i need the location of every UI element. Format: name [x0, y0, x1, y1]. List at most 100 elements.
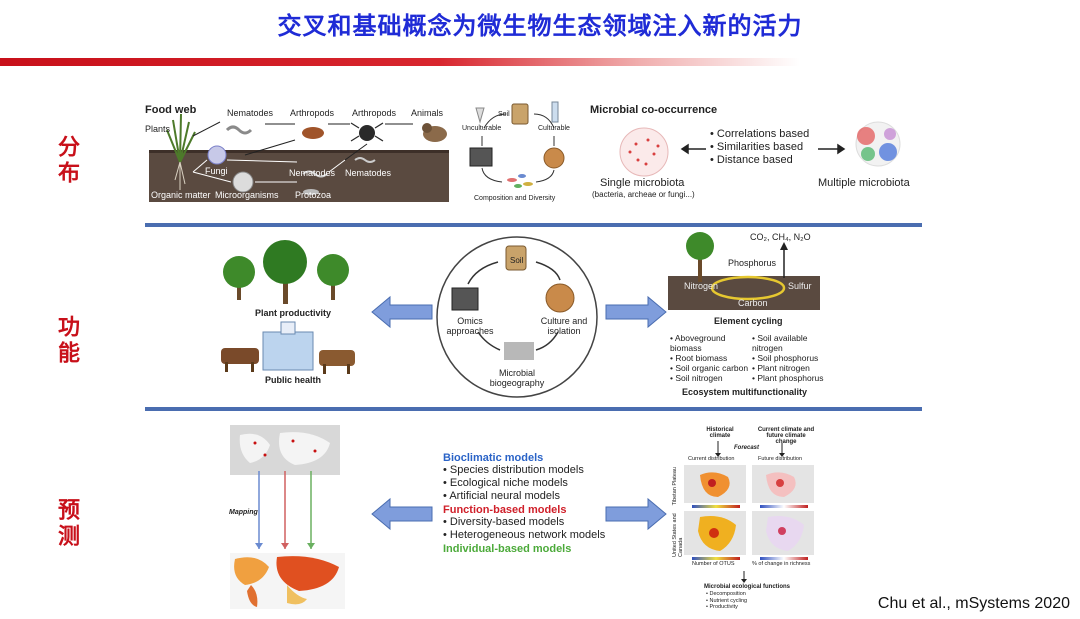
label-us-canada: United States and Canada — [672, 513, 684, 557]
food-web-title: Food web — [145, 104, 197, 116]
label-omics: Omics approaches — [446, 316, 494, 336]
side-label-prediction: 预测 — [54, 498, 79, 550]
arrow-right-prediction — [605, 497, 667, 531]
element-cycling-title: Element cycling — [714, 316, 783, 326]
multifunc-item: • Soil nitrogen — [670, 373, 723, 383]
title-underline — [0, 58, 800, 66]
tree-icon — [263, 240, 307, 304]
cow-icon — [221, 348, 259, 372]
function-item: • Nutrient cycling — [706, 597, 748, 604]
tree-icon — [223, 256, 255, 300]
grass-icon — [166, 113, 196, 163]
label-carbon: Carbon — [738, 298, 768, 308]
label-arthropods-1: Arthropods — [290, 108, 335, 118]
arrow-left-prediction — [371, 497, 433, 531]
label-gases: CO₂, CH₄, N₂O — [750, 232, 811, 242]
culture-cycle-panel: Soil Unculturable Culturable Composition… — [462, 100, 580, 208]
label-phosphorus: Phosphorus — [728, 258, 777, 268]
label-culturable: Culturable — [538, 125, 570, 132]
forecast-illustration — [684, 441, 814, 583]
soil-layer — [668, 276, 820, 310]
citation: Chu et al., mSystems 2020 — [877, 595, 1070, 612]
side-label-function: 功能 — [54, 315, 79, 367]
method-similarities: • Similarities based — [710, 141, 804, 153]
label-multiple-microbiota: Multiple microbiota — [818, 177, 910, 189]
tube-icon — [475, 107, 485, 124]
label-nematodes-soil-2: Nematodes — [345, 168, 392, 178]
function-item: • Productivity — [706, 604, 738, 610]
sequencer-icon — [451, 287, 479, 311]
label-animals: Animals — [411, 108, 444, 118]
multifunc-item: • Soil available nitrogen — [752, 333, 808, 353]
soil-jar-icon — [505, 245, 527, 271]
forecast-panel: Historical climate Current climate and f… — [670, 425, 820, 615]
multiple-network-icon — [855, 121, 901, 167]
soil-jar-icon — [511, 103, 529, 125]
bioclimatic-models-items: • Species distribution models • Ecologic… — [443, 464, 613, 503]
element-cycling-panel: CO₂, CH₄, N₂O Phosphorus Nitrogen Sulfur… — [668, 228, 828, 398]
arrow-right-function — [605, 295, 667, 329]
sequencer-icon — [469, 147, 493, 167]
label-future-distribution: Future distribution — [758, 456, 803, 462]
multifunc-right: • Soil available nitrogen • Soil phospho… — [752, 333, 832, 383]
cooccurrence-panel: Microbial co-occurrence • Correlations b… — [588, 100, 928, 210]
multifunc-left: • Aboveground biomass • Root biomass • S… — [670, 333, 752, 383]
label-plant-productivity: Plant productivity — [255, 308, 332, 318]
label-historical-climate: Historical climate — [706, 427, 734, 439]
label-protozoa: Protozoa — [295, 190, 332, 200]
multifunc-item: • Soil organic carbon — [670, 363, 749, 373]
label-unculturable: Unculturable — [462, 125, 502, 132]
label-tibetan-plateau: Tibetan Plateau — [672, 467, 678, 506]
function-models-heading: Function-based models — [443, 504, 567, 516]
function-item: • Decomposition — [706, 591, 746, 597]
cooccurrence-methods: • Correlations based • Similarities base… — [710, 128, 809, 167]
label-sulfur: Sulfur — [788, 281, 812, 291]
tree-icon — [686, 232, 714, 282]
label-soil-cycle: Soil — [498, 111, 510, 118]
petri-dish-icon — [543, 147, 565, 169]
label-soil-center: Soil — [510, 256, 524, 265]
section-divider-2 — [145, 407, 922, 411]
method-correlations: • Correlations based — [710, 128, 810, 140]
label-culture: Culture and isolation — [540, 316, 588, 336]
model-item: • Artificial neural models — [443, 490, 560, 502]
network-illustration — [619, 121, 901, 177]
soil-layer — [149, 150, 449, 202]
element-cycling-illustration — [668, 232, 820, 310]
spider-icon — [359, 125, 375, 141]
label-mapping: Mapping — [229, 509, 258, 516]
label-public-health: Public health — [265, 375, 322, 385]
food-web-illustration — [149, 113, 449, 202]
label-fungi: Fungi — [205, 166, 228, 176]
model-item: • Ecological niche models — [443, 477, 568, 489]
tree-icon — [317, 254, 349, 300]
hospital-icon — [262, 321, 314, 371]
side-label-distribution: 分布 — [54, 135, 79, 187]
multifunc-item: • Plant nitrogen — [752, 363, 810, 373]
nematode-icon — [225, 125, 253, 135]
label-change-richness: % of change in richness — [752, 561, 811, 567]
approaches-cycle-illustration — [436, 236, 598, 398]
approaches-circle: Soil Omics approaches Culture and isolat… — [432, 232, 602, 402]
multifunc-item: • Aboveground biomass — [670, 333, 726, 353]
world-map-icon — [504, 342, 534, 360]
culture-cycle-illustration — [469, 101, 565, 188]
label-current-distribution: Current distribution — [688, 456, 735, 462]
label-plants: Plants — [145, 124, 171, 134]
multifunc-item: • Root biomass — [670, 353, 728, 363]
label-composition: Composition and Diversity — [474, 195, 556, 202]
label-nematodes-soil-1: Nematodes — [289, 168, 336, 178]
single-network-icon — [619, 127, 669, 177]
ecological-functions-list: • Decomposition • Nutrient cycling • Pro… — [706, 591, 747, 611]
label-nitrogen: Nitrogen — [684, 281, 719, 291]
test-tube-icon — [551, 101, 559, 123]
individual-models-heading: Individual-based models — [443, 543, 572, 555]
cycle-ring — [710, 275, 786, 301]
mapping-panel: Mapping — [225, 425, 350, 610]
mite-icon — [302, 127, 324, 139]
function-models-items: • Diversity-based models • Heterogeneous… — [443, 516, 613, 542]
model-item: • Heterogeneous network models — [443, 529, 606, 541]
label-current-future-climate: Current climate and future climate chang… — [757, 427, 815, 445]
label-ecological-functions: Microbial ecological functions — [704, 584, 791, 590]
label-nematodes: Nematodes — [227, 108, 274, 118]
